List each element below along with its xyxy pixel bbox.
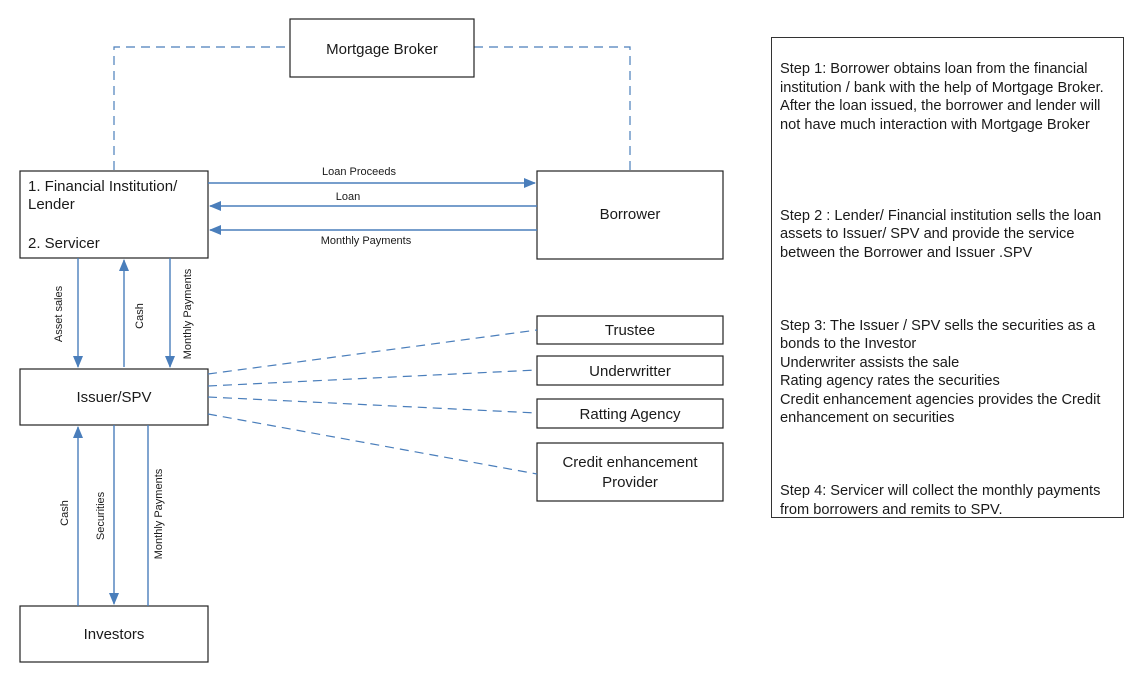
- loan-proceeds-label: Loan Proceeds: [322, 166, 396, 178]
- issuer-label: Issuer/SPV: [76, 389, 151, 406]
- rating-agency-label: Ratting Agency: [580, 406, 681, 423]
- borrower-label: Borrower: [600, 206, 661, 223]
- monthly-payments-issuer-label: Monthly Payments: [182, 268, 194, 359]
- servicer-label: 2. Servicer: [28, 235, 100, 252]
- step-4-text: Step 4: Servicer will collect the monthl…: [780, 483, 1101, 518]
- mortgage-broker-label: Mortgage Broker: [326, 41, 438, 58]
- loan-label: Loan: [336, 191, 360, 203]
- step-3-text: Step 3: The Issuer / SPV sells the secur…: [780, 317, 1101, 426]
- issuer-underwriter-link: [207, 369, 538, 387]
- underwriter-label: Underwritter: [589, 363, 671, 380]
- credit-enhancement-box: Credit enhancement Provider: [536, 442, 724, 502]
- issuer-trustee-link: [207, 329, 538, 375]
- trustee-box: Trustee: [536, 315, 724, 345]
- securities-label: Securities: [95, 491, 107, 540]
- lender-label-line2: Lender: [28, 196, 75, 213]
- investors-box: Investors: [19, 605, 209, 663]
- spacer: [780, 280, 1115, 298]
- lender-servicer-box: 1. Financial Institution/ Lender 2. Serv…: [19, 170, 209, 259]
- spacer: [780, 446, 1115, 464]
- trustee-label: Trustee: [605, 322, 655, 339]
- mortgage-broker-box: Mortgage Broker: [289, 18, 475, 78]
- cash-to-lender-label: Cash: [134, 303, 146, 329]
- step-1-text: Step 1: Borrower obtains loan from the f…: [780, 61, 1104, 133]
- issuer-rating-link: [207, 396, 538, 414]
- broker-borrower-link: [474, 46, 631, 170]
- investors-label: Investors: [84, 626, 145, 643]
- monthly-payments-investors-label: Monthly Payments: [153, 468, 165, 559]
- issuer-spv-box: Issuer/SPV: [19, 368, 209, 426]
- cash-from-investors-label: Cash: [59, 500, 71, 526]
- issuer-credit-link: [207, 413, 538, 475]
- step-2-text: Step 2 : Lender/ Financial institution s…: [780, 207, 1102, 261]
- monthly-payments-borrower-label: Monthly Payments: [321, 235, 412, 247]
- broker-lender-link: [113, 46, 290, 170]
- asset-sales-label: Asset sales: [53, 285, 65, 342]
- steps-panel: Step 1: Borrower obtains loan from the f…: [771, 37, 1124, 518]
- credit-enhancement-label-line1: Credit enhancement: [562, 454, 698, 471]
- rating-agency-box: Ratting Agency: [536, 398, 724, 429]
- spacer: [780, 152, 1115, 188]
- credit-enhancement-label-line2: Provider: [602, 474, 658, 491]
- underwriter-box: Underwritter: [536, 355, 724, 386]
- lender-label-line1: 1. Financial Institution/: [28, 178, 178, 195]
- borrower-box: Borrower: [536, 170, 724, 260]
